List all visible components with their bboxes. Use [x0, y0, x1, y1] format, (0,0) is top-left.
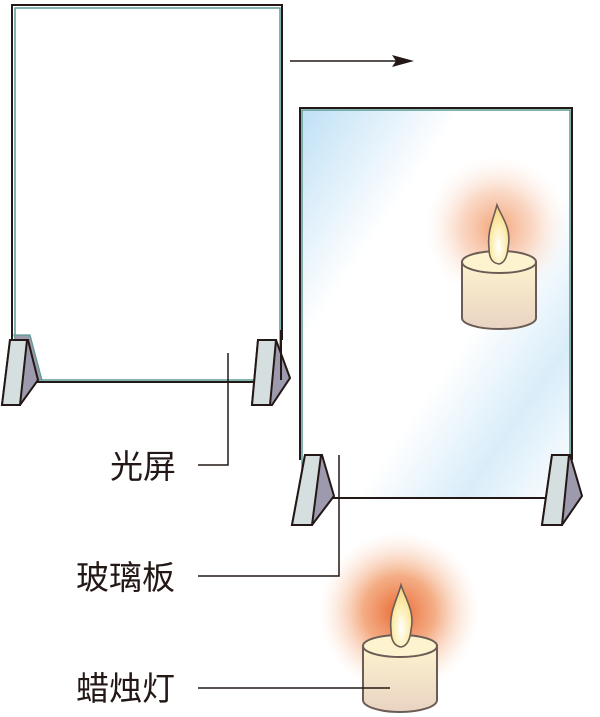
- label-light-screen: 光屏: [110, 447, 176, 486]
- virtual-candle-image: [425, 156, 569, 330]
- label-glass-plate: 玻璃板: [76, 558, 175, 597]
- screen-stand-left: [0, 334, 43, 406]
- candle-lamp: [319, 532, 479, 713]
- light-screen: [0, 4, 292, 406]
- glass-stand-left: [290, 454, 336, 526]
- label-candle-lamp: 蜡烛灯: [76, 669, 175, 708]
- glass-leader-line: [198, 455, 340, 577]
- leader-lines: [198, 353, 390, 689]
- direction-arrow: [290, 55, 414, 67]
- glass-stand-right: [540, 454, 584, 526]
- screen-leader-line: [198, 353, 229, 466]
- glass-plate: [290, 107, 584, 526]
- screen-stand-right: [250, 330, 292, 406]
